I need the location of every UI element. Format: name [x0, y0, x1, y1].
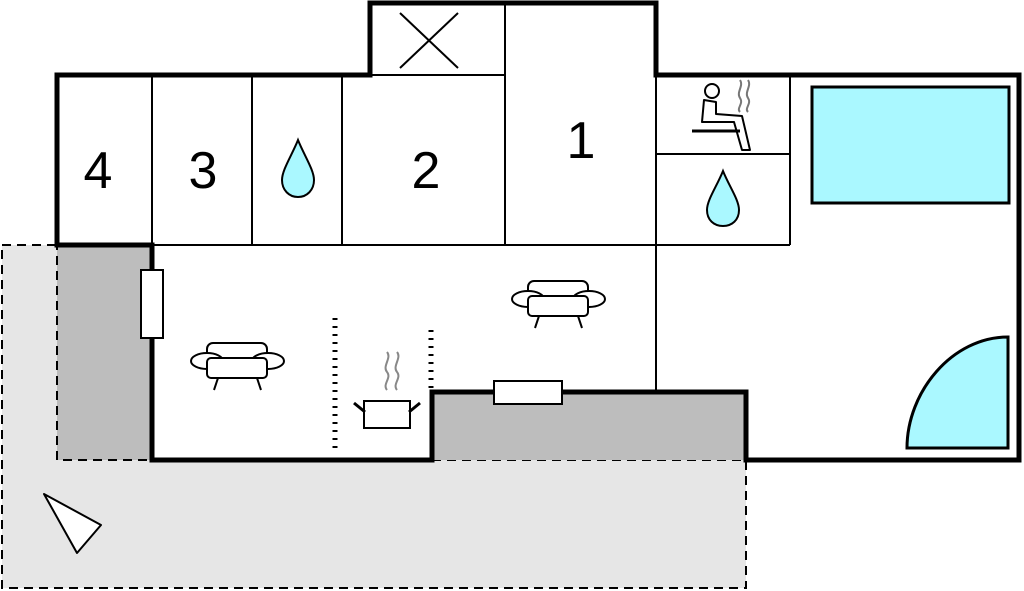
room-4-label: 4: [84, 142, 113, 200]
room-3-label: 3: [189, 142, 218, 200]
shaft-icon: [399, 12, 459, 69]
interior-floor: [57, 3, 1019, 460]
hot-tub-icon: [905, 335, 1010, 450]
kitchen-icon: [353, 351, 421, 429]
interior-walls: [57, 3, 791, 392]
covered-terrace-left: [56, 244, 153, 461]
bathroom-icon: [705, 168, 741, 228]
bathroom-icon: [280, 137, 316, 199]
sauna-icon: [692, 79, 751, 151]
sofa-icon: [511, 280, 606, 329]
window-icon: [493, 380, 563, 405]
room-1-label: 1: [567, 112, 596, 170]
north-arrow-icon: [43, 493, 102, 554]
room-2-label: 2: [412, 142, 441, 200]
window-icon: [140, 269, 164, 339]
pool-icon: [810, 85, 1011, 205]
sofa-icon: [190, 342, 285, 391]
exterior-walls: [54, 0, 1022, 463]
covered-terrace-fill: [432, 392, 746, 460]
